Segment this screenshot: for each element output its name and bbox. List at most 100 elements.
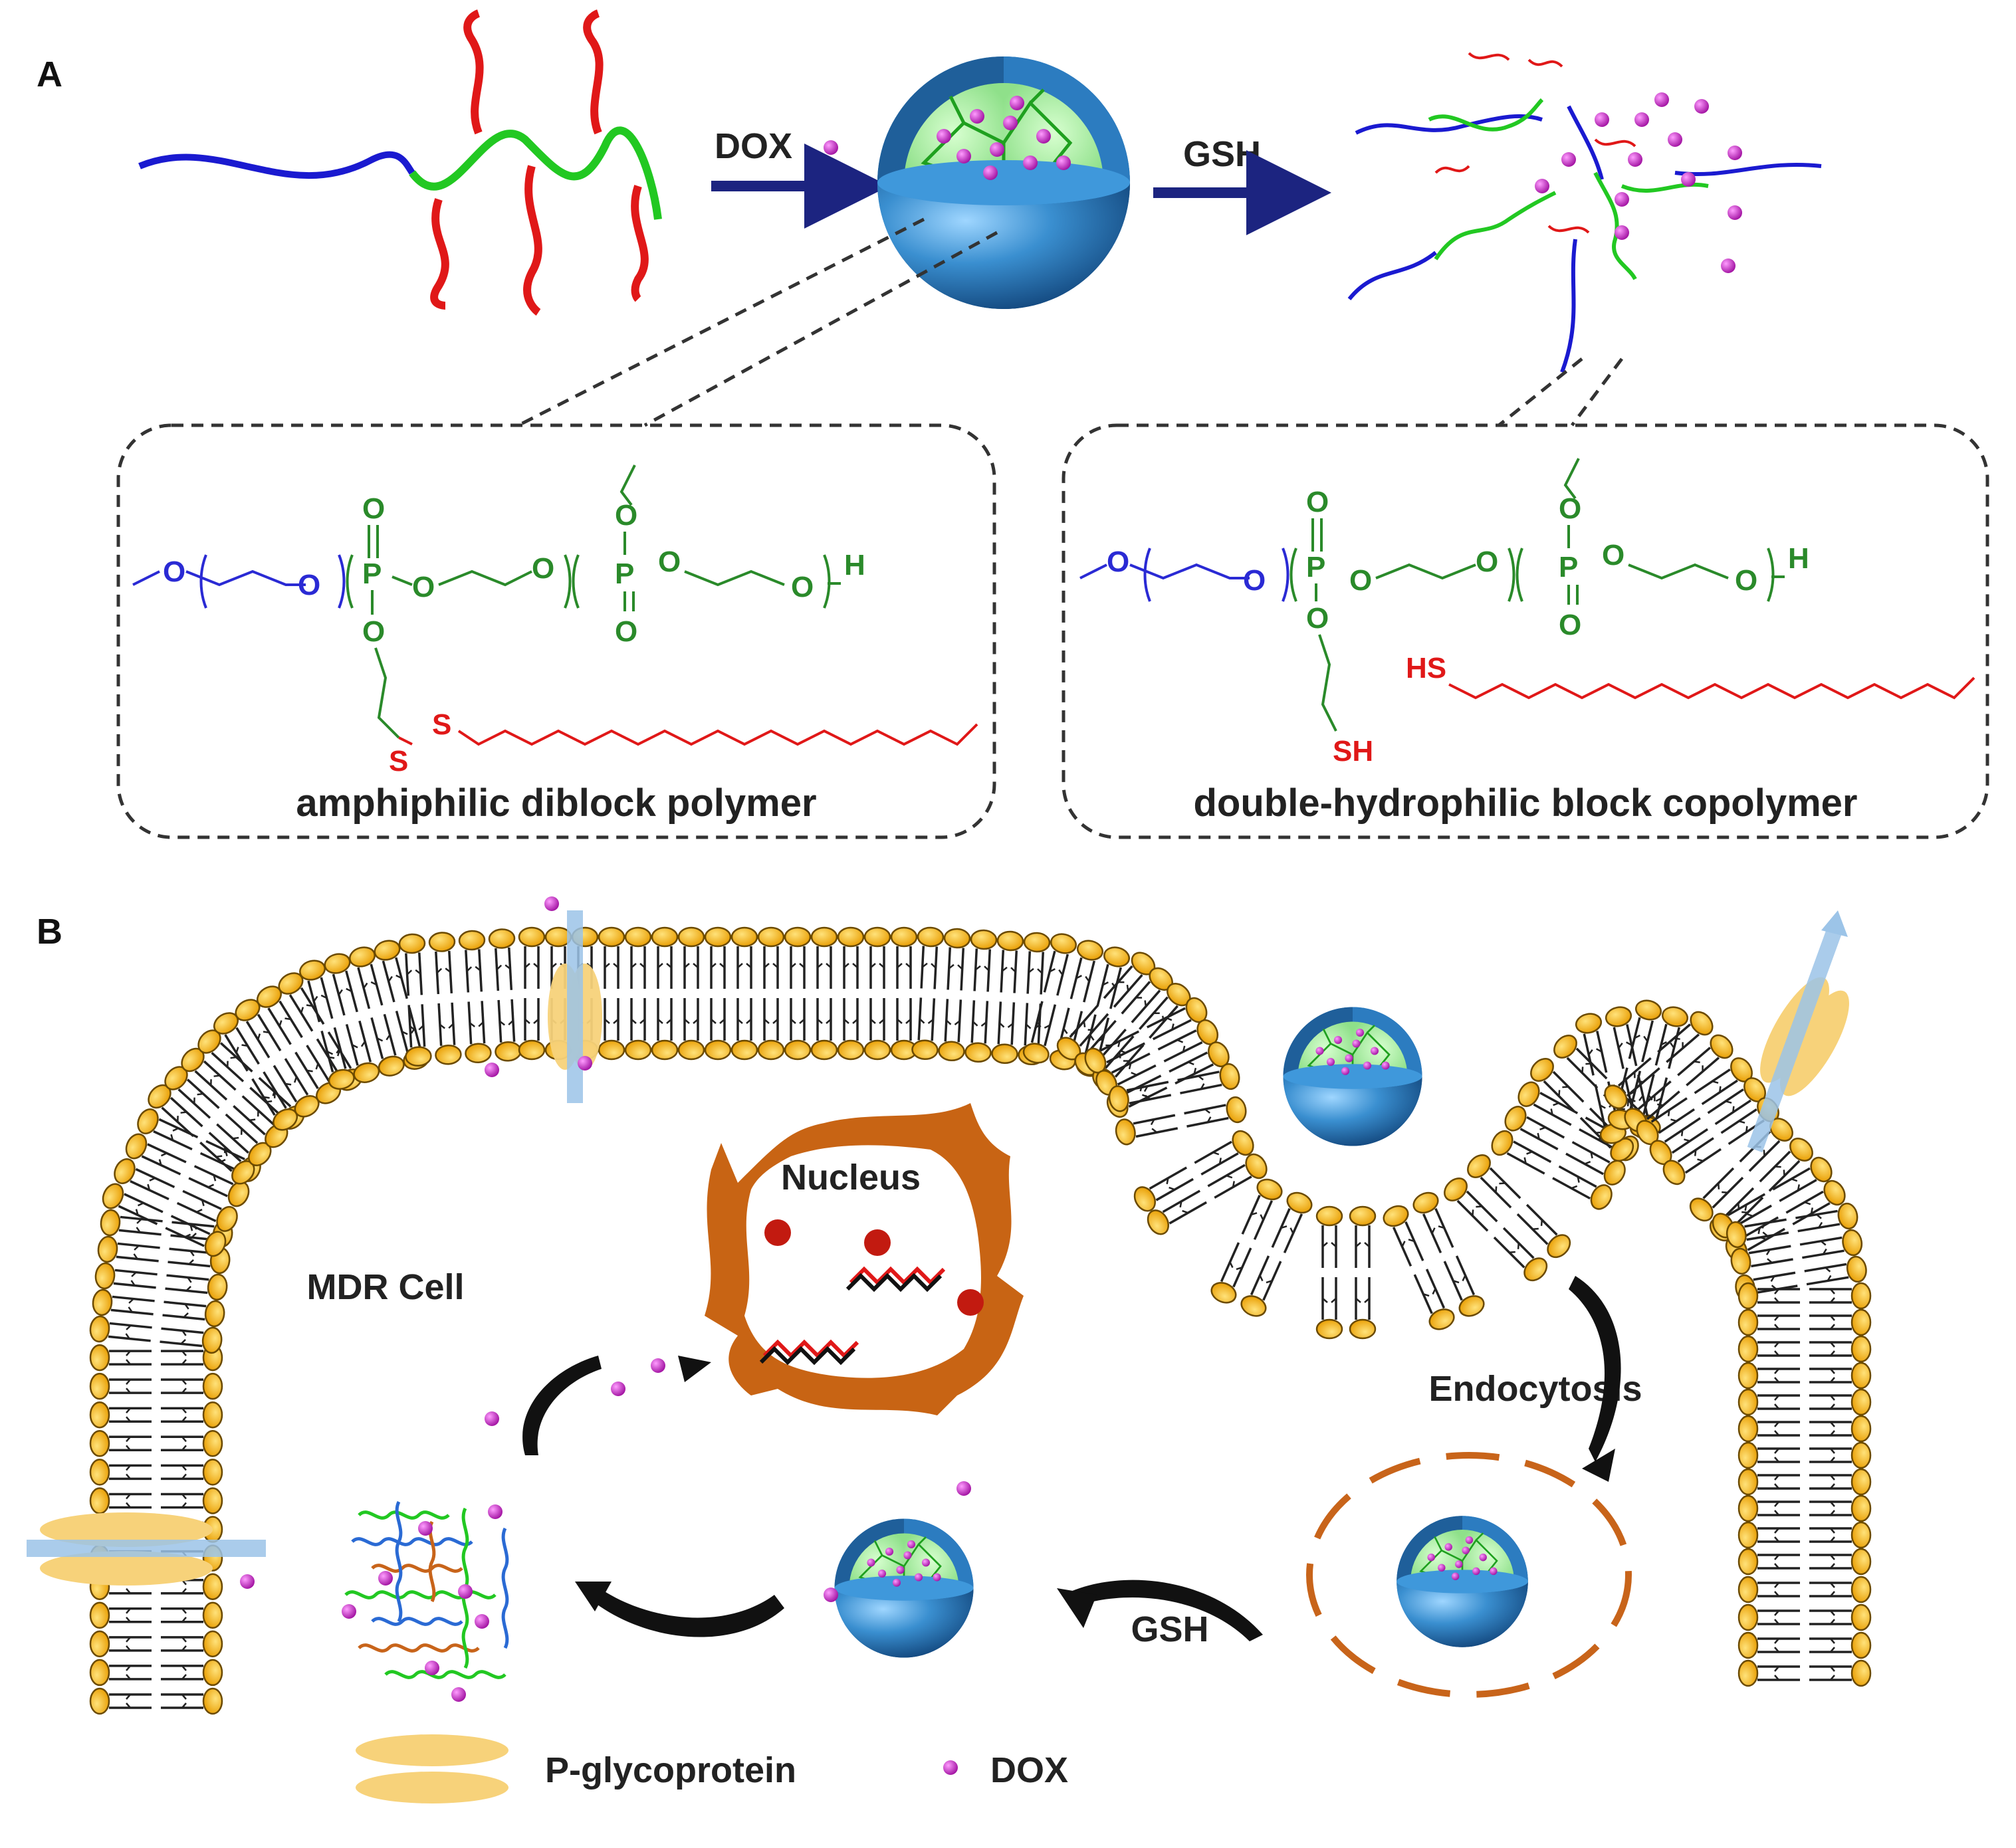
lipid-inner — [757, 997, 785, 1061]
panel-label-b: B — [37, 912, 62, 952]
lipid-inner — [1315, 1276, 1343, 1340]
ester-oxygen-3: O — [658, 546, 681, 578]
pgp-pump-right — [1747, 910, 1849, 1153]
thiol-sh: SH — [1333, 735, 1373, 768]
terminal-hydrogen: H — [844, 549, 865, 581]
gsh-cell-label: GSH — [1131, 1609, 1208, 1649]
lipid-outer — [89, 1458, 153, 1487]
lipid-outer — [89, 1630, 153, 1658]
lipid-inner — [163, 1268, 229, 1302]
phosphate-oxygen-top-r1: O — [1306, 486, 1329, 518]
zoom-connectors — [517, 217, 1623, 427]
lipid-outer — [1808, 1659, 1872, 1687]
ester-oxygen-r2: O — [1476, 546, 1498, 578]
lipid-outer — [1808, 1415, 1872, 1443]
lipid-outer — [730, 926, 758, 990]
ester-oxygen-r1: O — [1349, 564, 1372, 597]
phosphate-oxygen-bottom-1: O — [362, 615, 385, 648]
pathway-arrows — [522, 1276, 1621, 1641]
lipid-inner — [1512, 1199, 1576, 1263]
lipid-outer — [598, 926, 625, 990]
lipid-inner — [810, 997, 838, 1061]
lipid-inner — [1737, 1631, 1801, 1659]
phosphorus-atom-1: P — [362, 558, 382, 590]
lipid-outer — [1808, 1631, 1872, 1659]
nucleus: Nucleus — [705, 1103, 1024, 1415]
lipid-outer — [252, 981, 308, 1049]
lipid-outer — [1548, 1029, 1613, 1094]
endosome — [1306, 1452, 1632, 1698]
dox-legend-label: DOX — [990, 1750, 1068, 1790]
lipid-inner — [598, 997, 625, 1061]
lipid-outer — [1808, 1576, 1872, 1603]
lipid-inner — [160, 1294, 227, 1328]
lipid-inner — [160, 1487, 223, 1515]
lipid-inner — [1488, 1222, 1553, 1286]
lipid-inner — [1737, 1603, 1801, 1631]
phosphate-oxygen-bottom-r1: O — [1306, 602, 1329, 635]
lipid-outer — [89, 1487, 153, 1515]
disulfide-s2: S — [432, 708, 451, 741]
lipid-outer — [1808, 1362, 1872, 1389]
lipid-inner — [431, 1001, 463, 1067]
lipid-outer — [1182, 1094, 1250, 1134]
lipid-outer — [98, 1207, 165, 1242]
lipid-outer — [89, 1372, 153, 1400]
lipid-outer — [89, 1344, 153, 1372]
lipid-inner — [461, 999, 493, 1065]
lipid-outer — [231, 994, 287, 1063]
lipid-inner — [1737, 1521, 1801, 1549]
double-hydrophilic-caption: double-hydrophilic block copolymer — [1194, 781, 1858, 825]
lipid-outer — [651, 926, 679, 990]
ester-oxygen-r3: O — [1602, 539, 1624, 571]
lipid-inner — [1737, 1659, 1801, 1687]
lipid-inner — [1737, 1548, 1801, 1576]
lipid-inner — [160, 1601, 223, 1629]
lipid-outer — [837, 926, 865, 990]
endosome-micelle — [1397, 1516, 1528, 1647]
peg-oxygen-start-r: O — [1107, 546, 1129, 578]
lipid-inner — [990, 1000, 1022, 1065]
lipid-inner — [1737, 1576, 1801, 1603]
lipid-outer — [1190, 1126, 1259, 1181]
disassembled-micelle — [1347, 52, 1822, 373]
gsh-reagent-label: GSH — [1183, 134, 1261, 174]
lipid-outer — [1808, 1494, 1872, 1522]
dox-loading-arrow: DOX — [711, 126, 889, 229]
lipid-outer — [90, 1287, 157, 1322]
endocytosed-micelle — [1284, 1007, 1422, 1146]
lipid-inner — [1737, 1415, 1801, 1443]
lipid-inner — [911, 996, 942, 1061]
dox-reagent-label: DOX — [715, 126, 792, 166]
lipid-inner — [1737, 1308, 1801, 1336]
lipid-inner — [1737, 1468, 1801, 1496]
lipid-outer — [89, 1687, 153, 1715]
lipid-outer — [93, 1261, 160, 1295]
lipid-outer — [89, 1601, 153, 1629]
pgp-pump-top — [485, 896, 602, 1103]
lipid-inner — [964, 999, 995, 1064]
lipid-inner — [677, 997, 705, 1061]
free-thiol-hs: HS — [1406, 652, 1446, 684]
lipid-outer — [1315, 1205, 1343, 1269]
lipid-outer — [1672, 1029, 1738, 1091]
disassembled-polymer-network — [344, 1500, 509, 1679]
disulfide-s1: S — [389, 745, 408, 777]
drug-loaded-micelle — [877, 56, 1130, 309]
lipid-inner — [158, 1321, 224, 1355]
lipid-outer — [1462, 1149, 1526, 1213]
lipid-outer — [941, 927, 972, 992]
lipid-outer — [1236, 1174, 1286, 1243]
lipid-inner — [1143, 1184, 1211, 1239]
lipid-inner — [160, 1659, 223, 1687]
lipid-outer — [88, 1314, 154, 1348]
lipid-inner — [651, 997, 679, 1061]
lipid-inner — [160, 1458, 223, 1487]
ester-oxygen-r4: O — [1735, 564, 1757, 597]
lipid-inner — [1658, 1132, 1726, 1189]
lipid-outer — [757, 926, 785, 990]
lipid-inner — [1737, 1441, 1801, 1469]
lipid-inner — [160, 1687, 223, 1715]
lipid-outer — [1808, 1388, 1872, 1416]
